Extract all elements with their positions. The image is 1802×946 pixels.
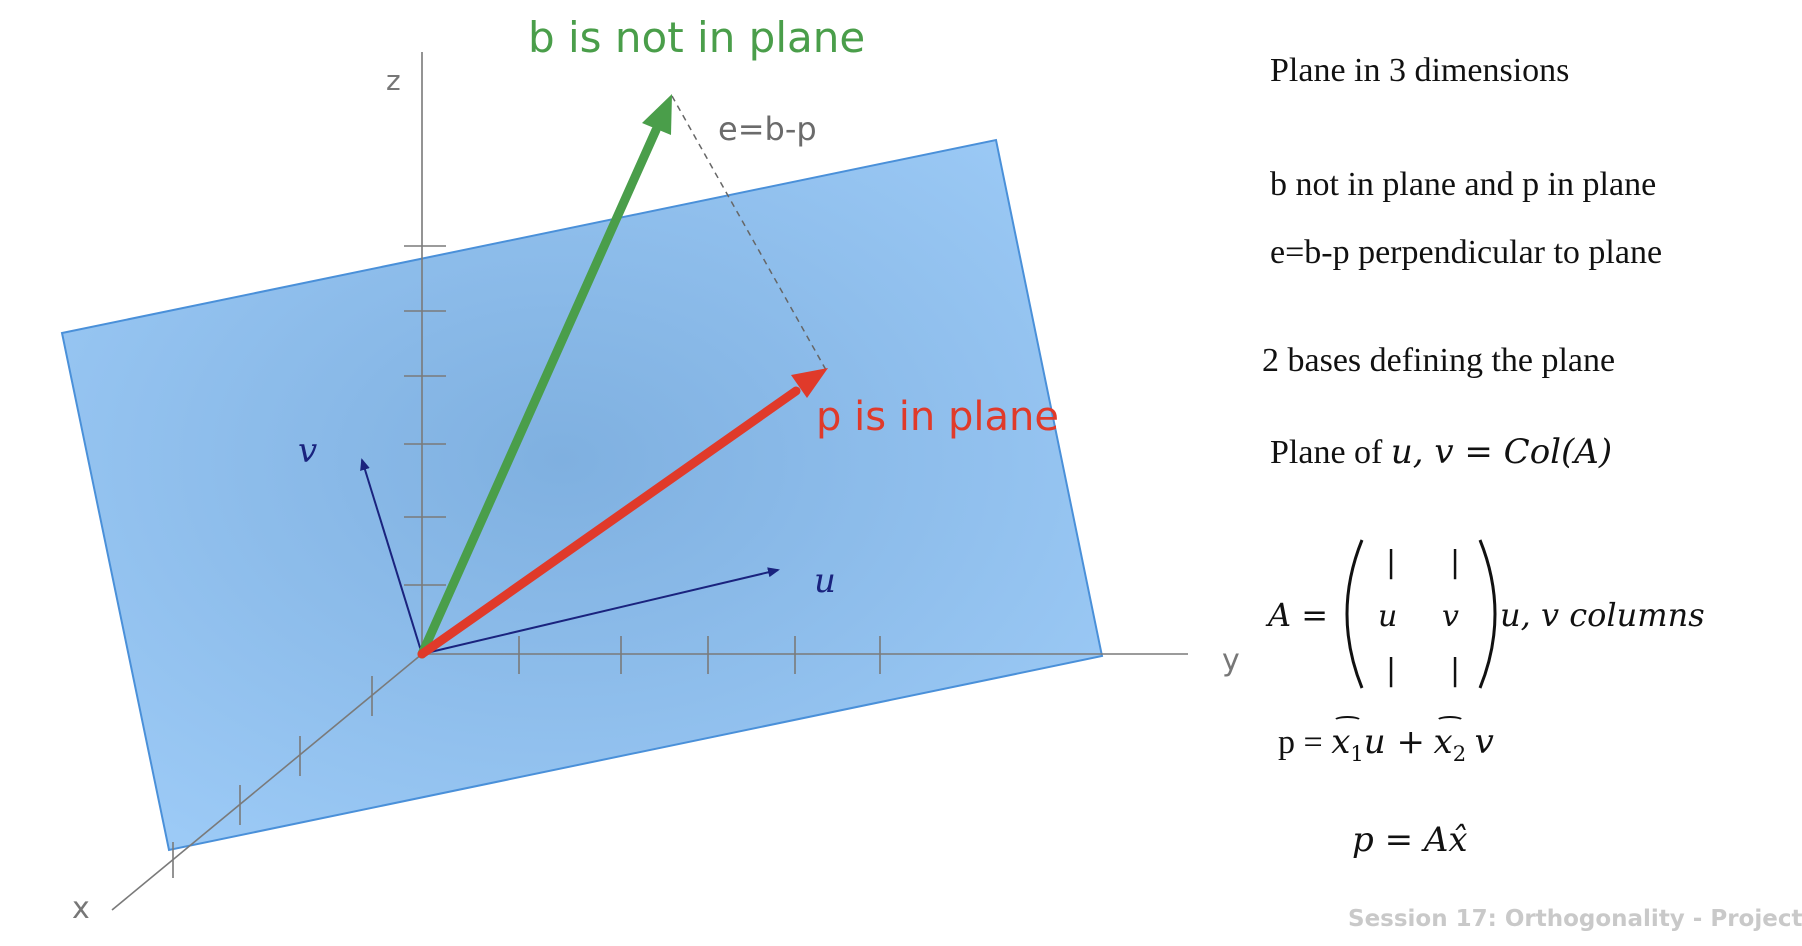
matrix-left-paren [1345, 539, 1364, 689]
matrix-right-paren [1478, 539, 1497, 689]
error-vector [671, 95, 827, 371]
p-label: p is in plane [816, 394, 1059, 440]
matrix-col1-bot: | [1386, 653, 1396, 688]
note-e-perpendicular: e=b-p perpendicular to plane [1270, 234, 1663, 271]
final-equation: p = Ax̂ [1352, 820, 1468, 860]
note-plane-of-prefix: Plane of [1270, 434, 1391, 471]
x2-subscript: 2 [1452, 740, 1467, 766]
note-col-a-math: u, v = Col(A) [1390, 432, 1613, 472]
matrix-col2-bot: | [1450, 653, 1460, 688]
x-axis [111, 653, 423, 911]
matrix-col2-top: | [1450, 545, 1460, 580]
x1-hat: x1 [1331, 716, 1364, 766]
e-label: e=b-p [718, 110, 817, 148]
plane [60, 138, 1104, 852]
matrix-col1-top: | [1386, 545, 1396, 580]
v-label: v [298, 431, 317, 471]
note-plane-dimensions: Plane in 3 dimensions [1270, 52, 1570, 89]
note-b-and-p: b not in plane and p in plane [1270, 166, 1657, 203]
vector-p-arrowhead [791, 368, 828, 398]
matrix-lhs: A = [1265, 596, 1328, 634]
x-axis-label: x [72, 891, 90, 926]
u-label: u [814, 561, 836, 601]
projection-equation: p = x1u + x2 v [1278, 716, 1494, 766]
x2-symbol: x [1433, 722, 1453, 762]
vector-p [417, 386, 801, 659]
matrix-a-svg: A = | u | | v | u, v columns [1265, 539, 1705, 689]
x1-subscript: 1 [1350, 740, 1364, 766]
proj-u-term: u + [1363, 722, 1425, 762]
proj-v-term: v [1474, 722, 1494, 762]
matrix-a: A = | u | | v | u, v columns [1265, 534, 1788, 694]
vector-b-arrowhead [642, 94, 672, 135]
axes [111, 52, 1188, 911]
matrix-rhs: u, v columns [1500, 596, 1705, 634]
x2-hat: x2 [1433, 716, 1467, 766]
matrix-col2-mid: v [1442, 599, 1459, 634]
proj-lhs: p = [1278, 724, 1323, 761]
basis-vector-u [421, 567, 780, 655]
session-footer: Session 17: Orthogonality - Project [1348, 906, 1802, 932]
note-bases: 2 bases defining the plane [1262, 342, 1616, 379]
x1-symbol: x [1331, 722, 1351, 762]
matrix-col1-mid: u [1378, 599, 1397, 634]
z-axis-label: z [386, 64, 401, 97]
b-label: b is not in plane [528, 13, 865, 62]
note-plane-of-uv: Plane of u, v = Col(A) [1270, 432, 1612, 472]
vector-b [417, 125, 661, 659]
y-axis-label: y [1222, 643, 1240, 678]
basis-vector-v [360, 458, 423, 655]
